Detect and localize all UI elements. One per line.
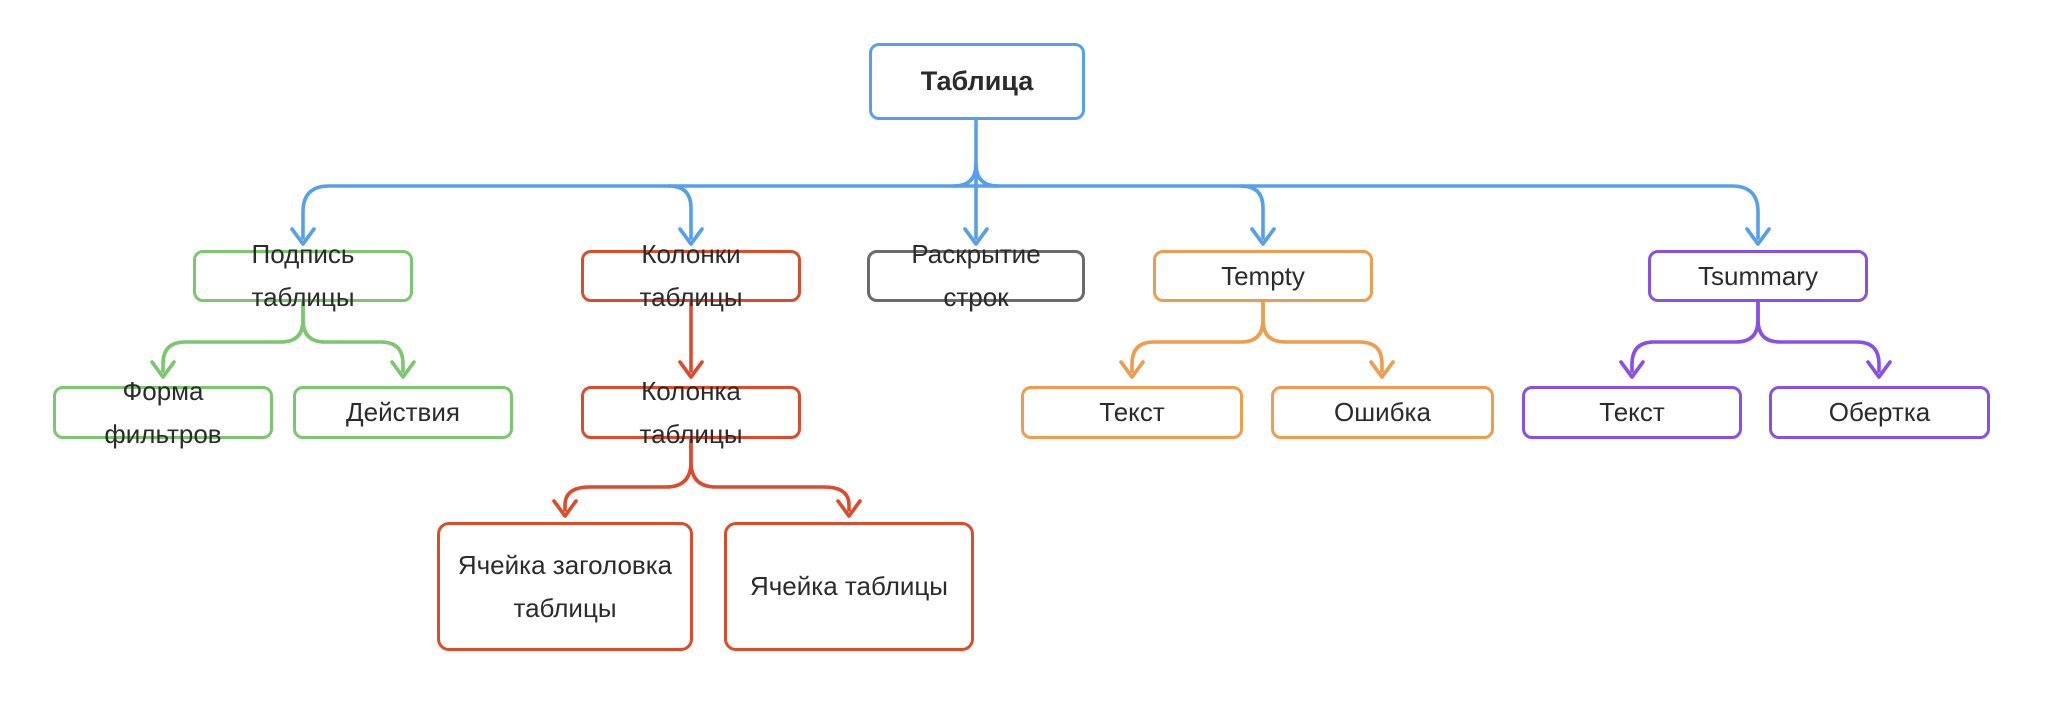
arrowhead-to-caption xyxy=(290,227,316,246)
arrowhead-to-cell xyxy=(836,499,862,518)
node-row-expand: Раскрытие строк xyxy=(867,239,1085,312)
arrowhead-to-columns xyxy=(678,227,704,246)
arrowhead-to-actions xyxy=(390,360,416,379)
node-table-cell: Ячейка таблицы xyxy=(724,522,974,651)
node-filters-form: Форма фильтров xyxy=(53,376,273,449)
node-actions: Действия xyxy=(293,386,513,439)
node-tsummary-wrapper: Обертка xyxy=(1769,386,1990,439)
arrowhead-to-tempty xyxy=(1250,227,1276,246)
caption-to-actions xyxy=(301,300,405,373)
arrowhead-to-tempty-error xyxy=(1369,360,1395,379)
node-tempty-text: Текст xyxy=(1021,386,1243,439)
red-connectors xyxy=(552,301,862,518)
node-tsummary-text: Текст xyxy=(1522,386,1742,439)
node-table-caption: Подпись таблицы xyxy=(193,239,413,312)
tempty-to-error xyxy=(1261,300,1384,373)
node-table-column: Колонка таблицы xyxy=(581,376,801,449)
column-to-headercell xyxy=(563,437,693,512)
drop-to-tempty xyxy=(1239,184,1265,240)
root-bus-line xyxy=(301,184,1760,240)
orange-connectors xyxy=(1119,300,1395,379)
root-stem-flare-right xyxy=(974,162,1000,188)
node-tempty: Tempty xyxy=(1153,250,1373,302)
node-header-cell: Ячейка заголовка таблицы xyxy=(437,522,693,651)
drop-to-columns xyxy=(667,184,693,240)
tempty-to-text xyxy=(1130,300,1265,373)
tsummary-to-wrapper xyxy=(1756,300,1881,373)
green-connectors xyxy=(150,300,416,379)
arrowhead-to-rowexpand xyxy=(963,227,989,246)
arrowhead-to-column xyxy=(678,360,704,379)
arrowhead-to-filtersform xyxy=(150,360,176,379)
arrowhead-to-tsummary-text xyxy=(1619,360,1645,379)
node-tempty-error: Ошибка xyxy=(1271,386,1494,439)
arrowhead-to-tsummary-wrapper xyxy=(1866,360,1892,379)
purple-connectors xyxy=(1619,300,1892,379)
node-table: Таблица xyxy=(869,43,1085,120)
blue-tree-connectors xyxy=(290,118,1771,246)
tsummary-to-text xyxy=(1630,300,1760,373)
node-table-columns: Колонки таблицы xyxy=(581,239,801,312)
root-stem-flare-left xyxy=(952,162,978,188)
node-tsummary: Tsummary xyxy=(1648,250,1868,302)
arrowhead-to-tsummary xyxy=(1745,227,1771,246)
arrowhead-to-headercell xyxy=(552,499,578,518)
arrowhead-to-tempty-text xyxy=(1119,360,1145,379)
column-to-cell xyxy=(689,437,851,512)
caption-to-filtersform xyxy=(161,300,305,373)
